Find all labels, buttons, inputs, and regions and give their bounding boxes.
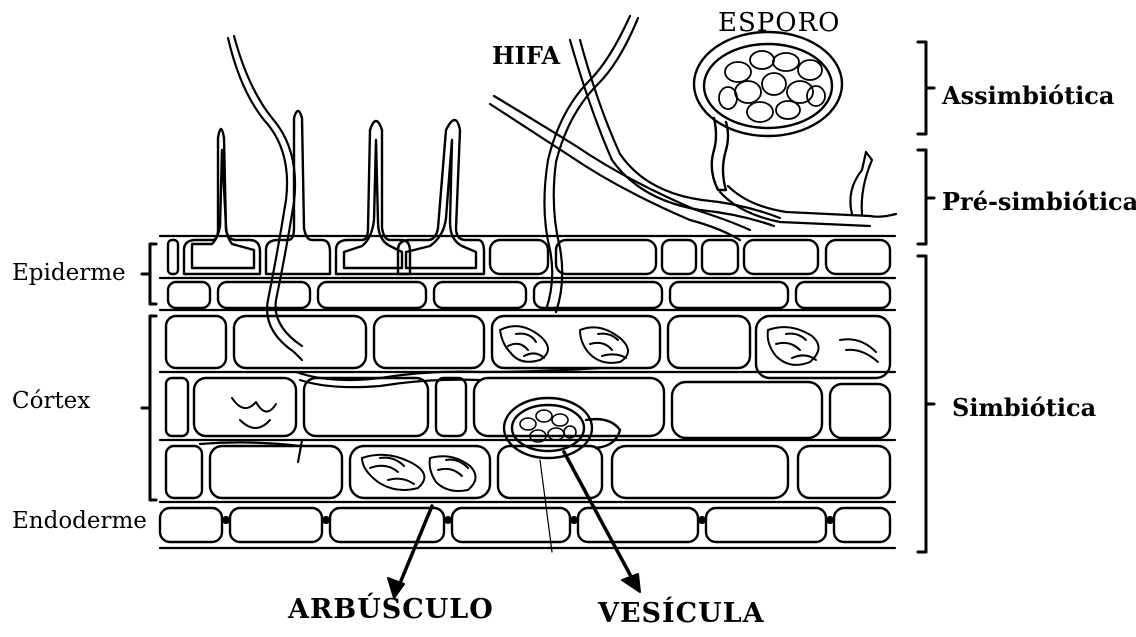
arbuscules [232, 326, 878, 491]
epiderme-label: Epiderme [12, 262, 126, 285]
tissue-brackets [142, 244, 156, 500]
spore-contents [719, 51, 825, 122]
spore [694, 32, 842, 190]
cortex-bracket [142, 316, 156, 500]
casparian-strips [222, 516, 834, 524]
assimbiotica-label: Assimbiótica [942, 84, 1114, 108]
pre-simbiotica-label: Pré-simbiótica [942, 190, 1136, 214]
simbiotica-label: Simbiótica [952, 396, 1096, 420]
arbusculo-label: ARBÚSCULO [288, 596, 494, 623]
endodermis-cells [160, 508, 890, 542]
esporo-label: ESPORO [718, 10, 841, 36]
stage-brackets [918, 42, 934, 552]
endoderme-label: Endoderme [12, 510, 147, 533]
assimbiotica-bracket [918, 42, 934, 134]
hifa-label: HIFA [492, 44, 560, 68]
cortex-label: Córtex [12, 390, 90, 413]
vesicle-contents [520, 410, 576, 442]
simbiotica-bracket [918, 256, 934, 552]
vesicula-label: VESÍCULA [598, 600, 765, 627]
vesicula-arrowhead [622, 574, 640, 592]
epiderme-bracket [142, 244, 156, 304]
pre-simbiotica-bracket [918, 150, 934, 244]
